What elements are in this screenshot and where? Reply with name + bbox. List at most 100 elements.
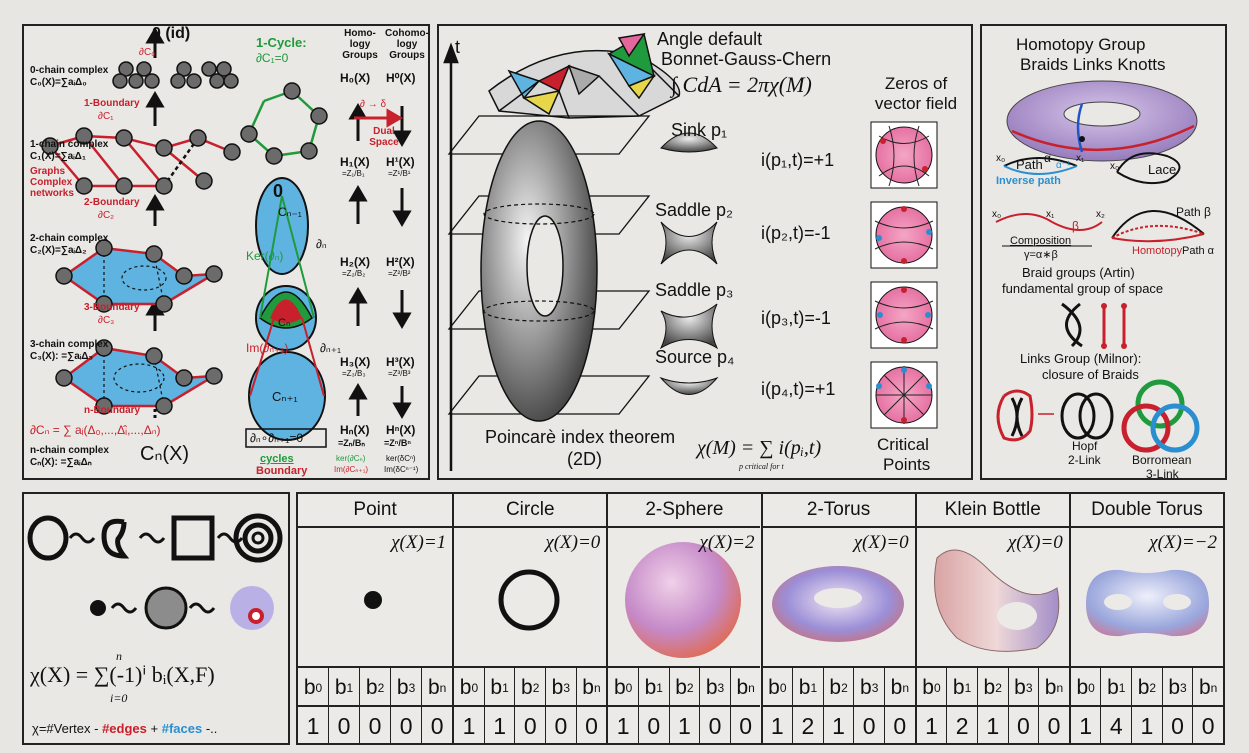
edges-term: #edges <box>102 721 147 736</box>
betti-value-cell: 0 <box>421 707 452 745</box>
ker-frac-top: ker(∂Cₙ) <box>336 454 366 463</box>
space-name: Circle <box>454 494 607 528</box>
h0c: H⁰(X) <box>386 71 416 85</box>
space-illustration <box>771 566 904 642</box>
hn: Hₙ(X) <box>340 423 370 437</box>
t-axis-label: t <box>455 37 461 57</box>
beta-label: β <box>1072 219 1079 233</box>
d-n-label: ∂ₙ <box>316 237 327 251</box>
source-index: i(p₄,t)=+1 <box>761 379 836 399</box>
betti-value-cell: 0 <box>699 707 730 745</box>
ker-im-diagram <box>245 177 327 448</box>
betti-value-cell: 0 <box>575 707 607 745</box>
chain-complex-drawing <box>41 27 412 448</box>
gamma-label: γ=α∗β <box>1024 249 1058 261</box>
poincare-drawing <box>443 32 938 471</box>
boundary3-sym: ∂C₃ <box>98 315 115 326</box>
hncs: =Zⁿ/Bⁿ <box>384 438 411 448</box>
h3cs: =Z³/B³ <box>388 369 411 378</box>
betti-value-cell: 0 <box>729 707 761 745</box>
betti-value-cell: 1 <box>822 707 854 745</box>
space-name: Double Torus <box>1070 494 1223 528</box>
saddle2-label: Saddle p₃ <box>655 280 734 300</box>
x0-label-c: x₀ <box>992 209 1002 220</box>
d-np1-label: ∂ₙ₊₁ <box>320 341 342 355</box>
graphs-label: Graphs Complex networks <box>30 166 74 199</box>
boundary2-label: 2-Boundary <box>84 197 140 208</box>
boundary-c0: ∂C₀ <box>139 47 156 58</box>
homotopy-title1: Homotopy Group <box>1016 35 1146 54</box>
composition-label: Composition <box>1010 235 1072 247</box>
path-alpha-curves <box>1003 152 1181 185</box>
hopf-line1: Hopf <box>1072 439 1098 453</box>
critical-label: Critical <box>877 435 929 454</box>
hopf-line2: 2-Link <box>1068 453 1101 467</box>
betti-value-cell: 1 <box>1079 712 1093 739</box>
chain3-mesh <box>55 339 223 415</box>
cn-big-label: Cₙ(X) <box>140 443 190 465</box>
euler-formula: χ(X) = ∑(-1)ⁱ bᵢ(X,F) <box>30 662 215 687</box>
links-line1: Links Group (Milnor): <box>1020 351 1142 366</box>
betti-value-cell: 1 <box>306 712 320 739</box>
c-n-minus-1: Cₙ₋₁ <box>278 205 302 219</box>
betti-value-cell: 0 <box>514 707 545 745</box>
betti-value-cell: 2 <box>946 707 977 745</box>
kerc-frac-bot: Im(δCⁿ⁻¹) <box>384 465 419 474</box>
betti-value-cell: 0 <box>1038 707 1069 745</box>
source-surface <box>659 376 719 395</box>
poincare-title: Poincarè index theorem <box>485 427 676 447</box>
homotopy-drawing <box>995 80 1205 453</box>
link-drawings <box>996 379 1200 453</box>
composition-curves <box>995 210 1205 247</box>
cycles-label: cycles <box>260 453 294 465</box>
links-line2: closure of Braids <box>1042 367 1139 382</box>
hns: =Zₙ/Bₙ <box>338 438 365 448</box>
poincare-panel: t Angle default Bonnet-Gauss-Chern ∫ CdA… <box>437 24 973 480</box>
betti-value-cell: 0 <box>390 707 421 745</box>
betti-value-cell: 0 <box>359 707 390 745</box>
vertical-torus <box>480 120 598 422</box>
euler-characteristic: χ(X)=1 <box>391 532 447 553</box>
zeros-title: Zeros of vector field <box>874 74 958 113</box>
boundary1-label: 1-Boundary <box>84 98 140 109</box>
angle-triangle <box>606 32 657 100</box>
betti-value-cell: 0 <box>328 707 359 745</box>
boundary-label: Boundary <box>256 465 308 477</box>
alpha-label: α <box>1044 151 1051 165</box>
chain3-title: 3-chain complex <box>30 339 109 350</box>
source-label: Source p₄ <box>655 347 735 367</box>
im-label: Im(∂ₙ₊₁) <box>246 341 289 355</box>
path-alpha-label: Path α <box>1182 245 1215 257</box>
dd-zero-label: ∂ₙ∘∂ₙ₊₁=0 <box>250 431 303 445</box>
space-illustration <box>1085 569 1209 637</box>
space-illustration <box>933 549 1059 652</box>
betti-value-cell: 1 <box>483 707 515 745</box>
euler-characteristic: χ(X)=−2 <box>1149 532 1217 553</box>
path-beta-label: Path β <box>1176 205 1211 219</box>
ker-zero-label: 0 <box>273 181 284 201</box>
sink-label: Sink p₁ <box>671 120 728 140</box>
betti-value-cell: 0 <box>853 707 884 745</box>
h2cs: =Z²/B² <box>388 269 411 278</box>
x0-label-a: x₀ <box>996 153 1006 164</box>
space-illustration <box>625 542 742 658</box>
euler-panel: χ(X) = ∑(-1)ⁱ bᵢ(X,F) n i=0 χ=#Vertex - … <box>22 492 290 745</box>
boundary3-label: 3-Boundary <box>84 302 140 313</box>
